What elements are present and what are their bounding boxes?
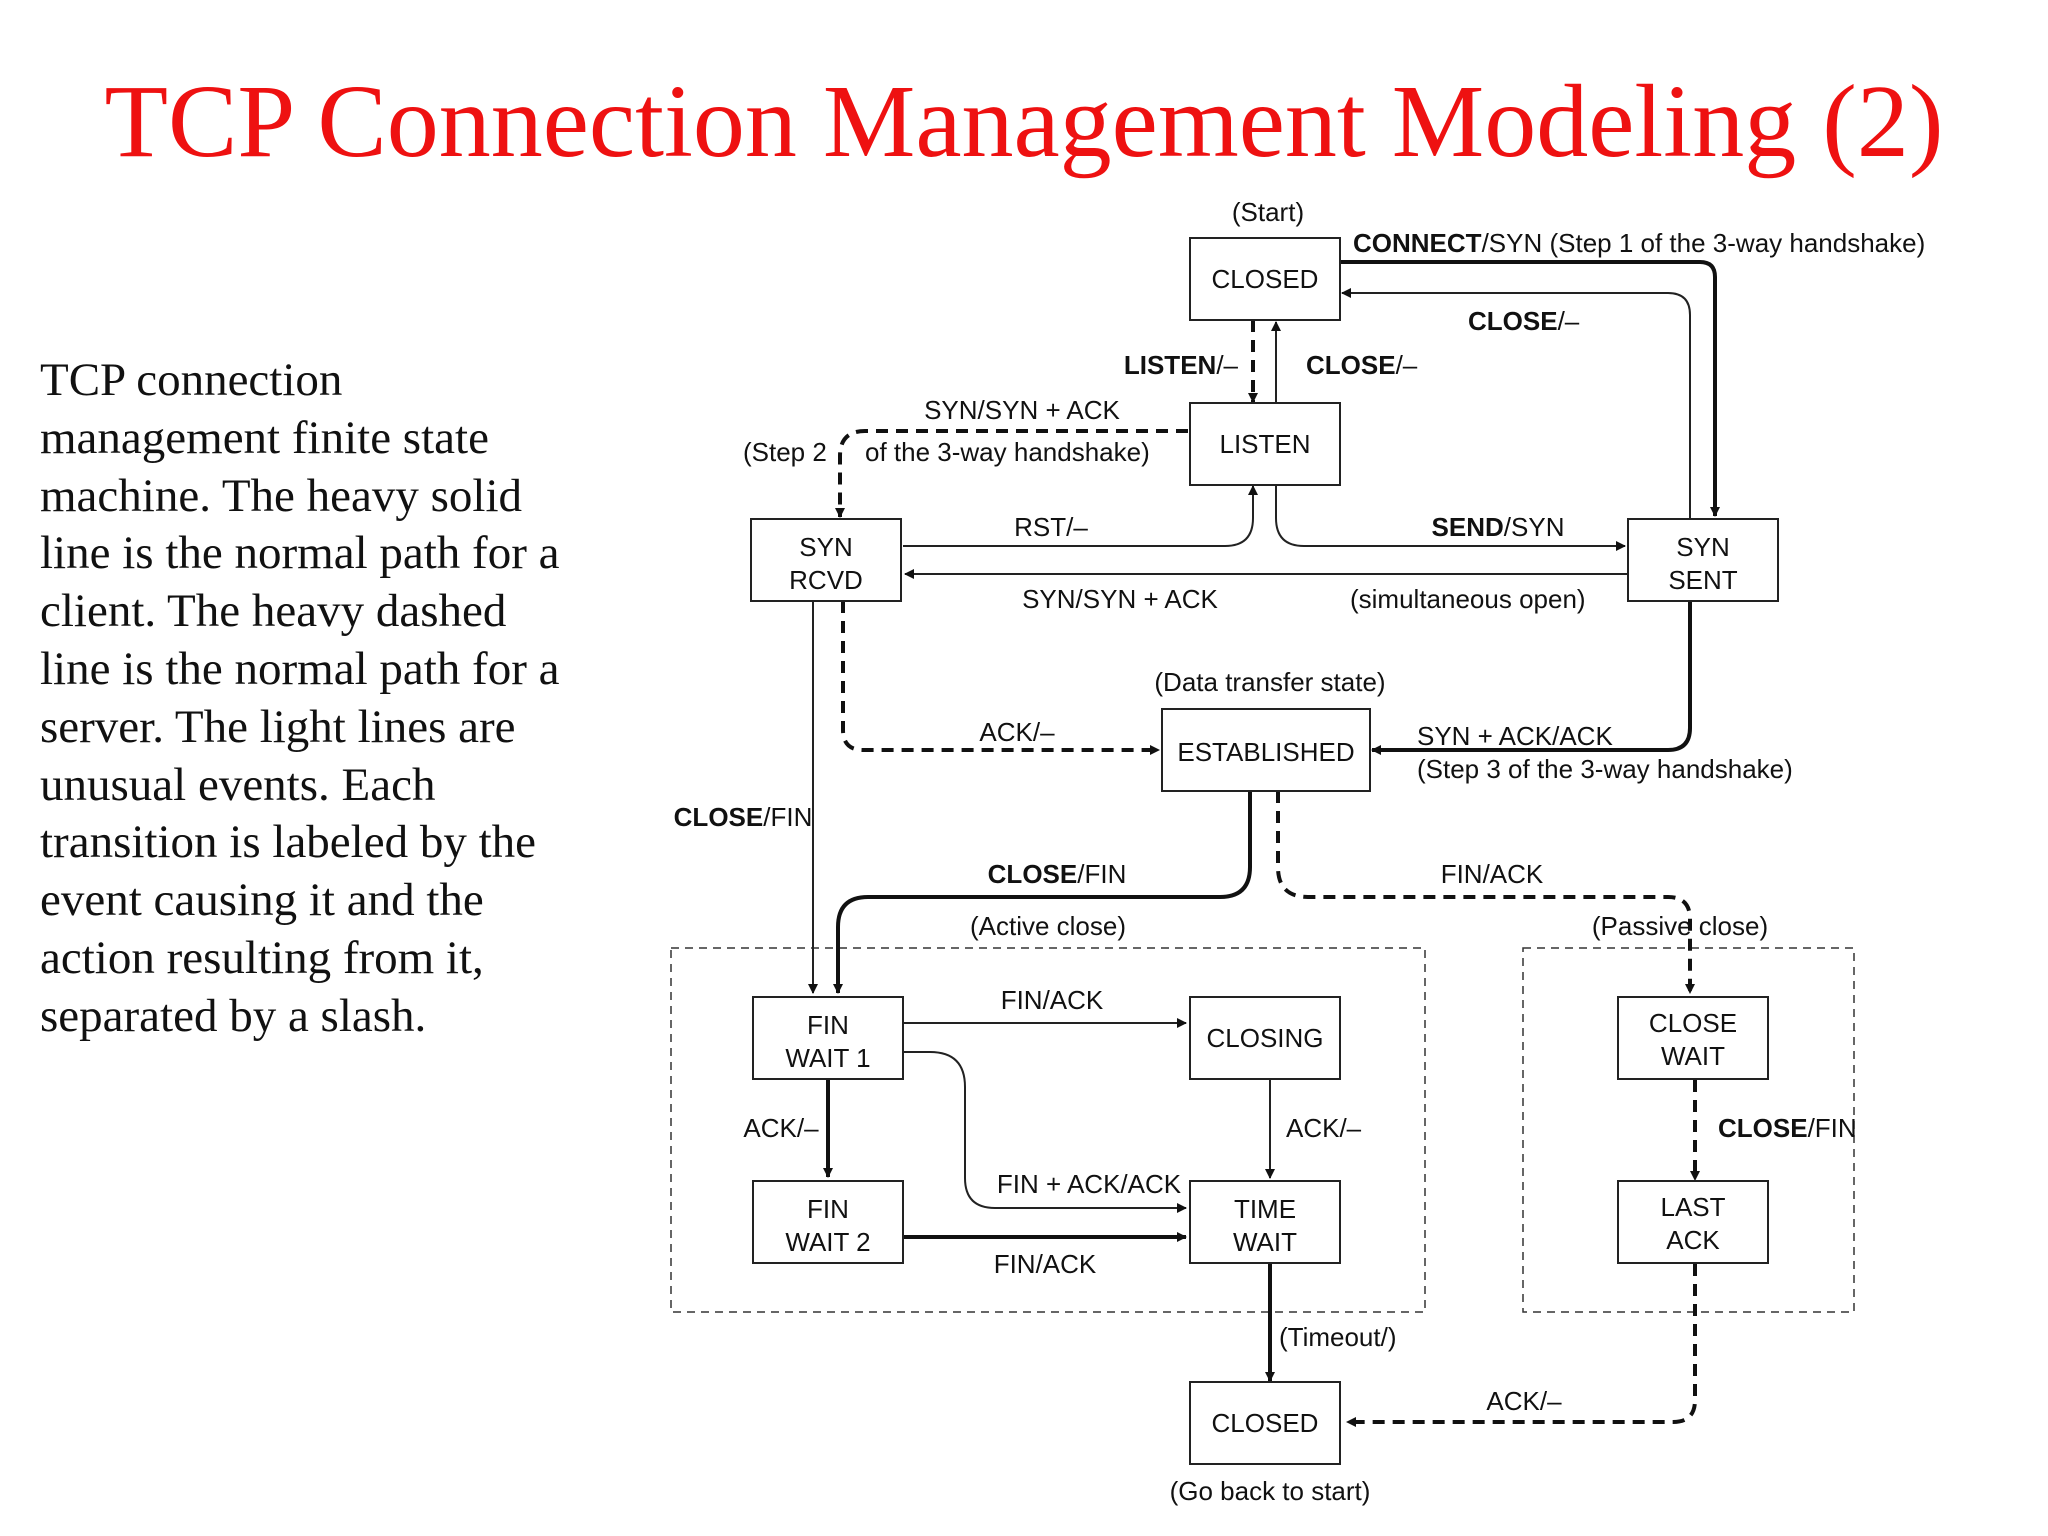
description-line: management finite state bbox=[40, 411, 489, 464]
description-line: line is the normal path for a bbox=[40, 642, 560, 695]
state-close-wait: CLOSE WAIT bbox=[1617, 996, 1769, 1080]
page-title: TCP Connection Management Modeling (2) bbox=[104, 64, 1944, 179]
state-label-line-2: ACK bbox=[1666, 1225, 1720, 1255]
edge-ack-last-ack bbox=[1346, 1264, 1697, 1427]
label-listen: LISTEN/– bbox=[1124, 350, 1239, 380]
passive-close-annotation: (Passive close) bbox=[1592, 911, 1768, 941]
passive-close-group bbox=[1522, 947, 1855, 1313]
state-label-line-1: CLOSE bbox=[1649, 1008, 1737, 1038]
edge-ack-established bbox=[841, 601, 1160, 755]
state-syn-rcvd: SYN RCVD bbox=[750, 518, 902, 602]
state-fin-wait-1: FIN WAIT 1 bbox=[752, 996, 904, 1080]
label-close-listen: CLOSE/– bbox=[1306, 350, 1418, 380]
state-label-line-1: TIME bbox=[1234, 1194, 1296, 1224]
label-ack-fin-wait: ACK/– bbox=[743, 1113, 819, 1143]
state-label-line-2: WAIT bbox=[1233, 1227, 1297, 1257]
label-connect-syn: CONNECT/SYN (Step 1 of the 3-way handsha… bbox=[1353, 228, 1925, 258]
state-label-line-1: FIN bbox=[807, 1194, 849, 1224]
state-label-line-2: SENT bbox=[1668, 565, 1737, 595]
state-established: ESTABLISHED bbox=[1161, 708, 1371, 792]
state-label-line-2: RCVD bbox=[789, 565, 863, 595]
description-line: line is the normal path for a bbox=[40, 527, 560, 580]
edge-finack-ack bbox=[903, 1051, 1187, 1213]
step2-annotation-b: of the 3-way handshake) bbox=[865, 437, 1150, 467]
description-line: TCP connection bbox=[40, 354, 343, 406]
label-fin-ack-closing: FIN/ACK bbox=[1001, 985, 1104, 1015]
description-line: action resulting from it, bbox=[40, 931, 484, 984]
active-close-annotation: (Active close) bbox=[970, 911, 1126, 941]
state-closed-start: CLOSED bbox=[1189, 237, 1341, 321]
state-label-line-2: WAIT 2 bbox=[785, 1227, 870, 1257]
state-label-line-1: SYN bbox=[799, 532, 852, 562]
state-label-line-1: LAST bbox=[1660, 1192, 1725, 1222]
state-label-line-2: WAIT bbox=[1661, 1041, 1725, 1071]
state-label-line-1: FIN bbox=[807, 1010, 849, 1040]
state-listen: LISTEN bbox=[1189, 402, 1341, 486]
go-back-annotation: (Go back to start) bbox=[1170, 1476, 1371, 1506]
label-send-syn: SEND/SYN bbox=[1432, 512, 1565, 542]
state-closing: CLOSING bbox=[1189, 996, 1341, 1080]
description-line: server. The light lines are bbox=[40, 700, 516, 753]
state-label-line-2: WAIT 1 bbox=[785, 1043, 870, 1073]
label-ack-closing: ACK/– bbox=[1286, 1113, 1362, 1143]
description-line: transition is labeled by the bbox=[40, 816, 537, 869]
label-fin-ack-passive: FIN/ACK bbox=[1441, 859, 1544, 889]
step3-annotation: (Step 3 of the 3-way handshake) bbox=[1417, 754, 1793, 784]
description-line: machine. The heavy solid bbox=[40, 469, 523, 522]
edge-passive-close bbox=[1276, 791, 1695, 994]
state-label-line-1: SYN bbox=[1676, 532, 1729, 562]
label-close-fin-rcvd: CLOSE/FIN bbox=[674, 802, 813, 832]
state-label: ESTABLISHED bbox=[1177, 737, 1354, 767]
edge-active-close bbox=[833, 791, 1252, 994]
step2-annotation-a: (Step 2 bbox=[743, 437, 827, 467]
label-synack-ack: SYN + ACK/ACK bbox=[1417, 721, 1613, 751]
state-syn-sent: SYN SENT bbox=[1627, 518, 1779, 602]
label-ack-established: ACK/– bbox=[979, 717, 1055, 747]
label-close-top: CLOSE/– bbox=[1468, 306, 1580, 336]
edge-listen-syn-rcvd bbox=[835, 429, 1188, 518]
state-label: CLOSED bbox=[1212, 264, 1319, 294]
edge-connect-syn bbox=[1340, 260, 1720, 517]
simultaneous-open-annotation: (simultaneous open) bbox=[1350, 584, 1586, 614]
label-finack-ack: FIN + ACK/ACK bbox=[997, 1169, 1182, 1199]
timeout-annotation: (Timeout/) bbox=[1279, 1322, 1397, 1352]
label-syn-synack-2: SYN/SYN + ACK bbox=[1022, 584, 1218, 614]
data-transfer-annotation: (Data transfer state) bbox=[1154, 667, 1385, 697]
label-close-fin-est: CLOSE/FIN bbox=[988, 859, 1127, 889]
label-ack-last-ack: ACK/– bbox=[1486, 1386, 1562, 1416]
label-close-fin-close-wait: CLOSE/FIN bbox=[1718, 1113, 1857, 1143]
state-label: LISTEN bbox=[1219, 429, 1310, 459]
label-fin-ack-time-wait: FIN/ACK bbox=[994, 1249, 1097, 1279]
state-label: CLOSED bbox=[1212, 1408, 1319, 1438]
description-line: unusual events. Each bbox=[40, 758, 436, 811]
state-closed-end: CLOSED bbox=[1189, 1381, 1341, 1465]
edge-rst bbox=[903, 485, 1258, 547]
edge-send-syn bbox=[1275, 486, 1626, 551]
description-line: separated by a slash. bbox=[40, 989, 427, 1042]
label-rst: RST/– bbox=[1014, 512, 1088, 542]
edge-syn-sent-close bbox=[1341, 288, 1691, 518]
state-last-ack: LAST ACK bbox=[1617, 1180, 1769, 1264]
label-syn-synack: SYN/SYN + ACK bbox=[924, 395, 1120, 425]
state-label: CLOSING bbox=[1206, 1023, 1323, 1053]
start-annotation: (Start) bbox=[1232, 197, 1304, 227]
description-text: TCP connection management finite state m… bbox=[40, 352, 640, 1046]
state-fin-wait-2: FIN WAIT 2 bbox=[752, 1180, 904, 1264]
state-time-wait: TIME WAIT bbox=[1189, 1180, 1341, 1264]
edge-synack-ack bbox=[1371, 601, 1692, 755]
description-line: client. The heavy dashed bbox=[40, 585, 507, 638]
description-line: event causing it and the bbox=[40, 874, 484, 927]
